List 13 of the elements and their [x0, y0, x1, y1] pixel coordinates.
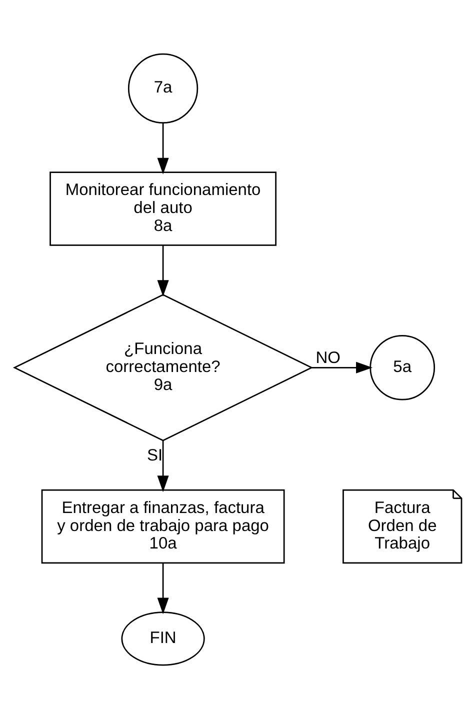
- arrow: [156, 563, 168, 614]
- node-box: Entregar a finanzas, factura y orden de trabajo para pago 10a: [40, 489, 284, 564]
- edge-label: SI: [146, 446, 162, 464]
- node-diamond: ¿Funciona correctamente? 9a: [12, 294, 313, 442]
- node-box: Monitorear funcionamiento del auto 8a: [49, 172, 276, 246]
- node-ellipse: FIN: [120, 612, 204, 666]
- arrow: [156, 123, 168, 174]
- arrow: [156, 246, 168, 297]
- arrow: [311, 362, 372, 374]
- arrow: [156, 440, 168, 492]
- edge-label: NO: [315, 348, 340, 367]
- node-circle: 7a: [127, 53, 198, 124]
- node-circle: 5a: [369, 334, 435, 400]
